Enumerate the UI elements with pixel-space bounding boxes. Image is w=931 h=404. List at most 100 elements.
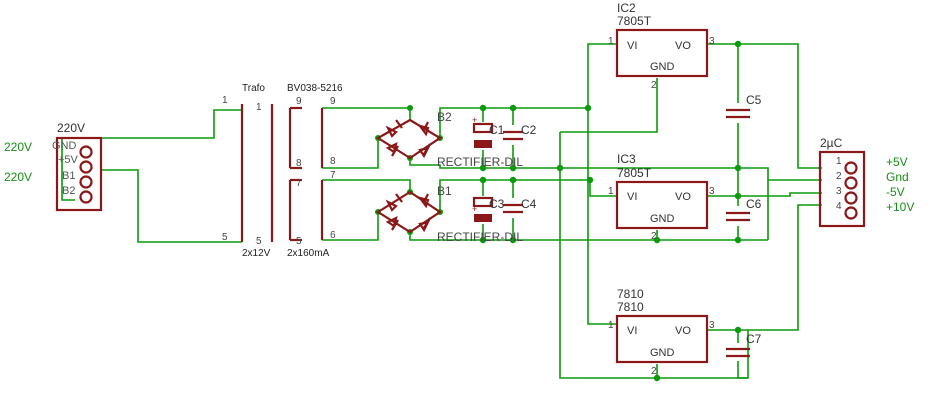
- diode-symbol: [385, 193, 403, 212]
- bv038-pin-number: 6: [330, 230, 336, 241]
- wire-ground-rail: [559, 132, 748, 379]
- capacitor-label: C7: [746, 332, 762, 346]
- regulator-pin-gnd: GND: [650, 347, 675, 359]
- bv038-pin-number: 9: [330, 96, 336, 107]
- wire-ic2-out: [707, 43, 822, 169]
- connector-pin-circle: [79, 160, 93, 174]
- junction-dot: [734, 236, 742, 244]
- capacitor-polarity: +: [472, 204, 477, 214]
- capacitor-label: C2: [521, 123, 537, 137]
- capacitor-label: C3: [489, 197, 505, 211]
- wire-mains-bottom: [100, 169, 242, 243]
- transformer-bv038: [288, 106, 324, 242]
- regulator-pin-number: 3: [709, 320, 715, 331]
- output-net-label: +10V: [886, 200, 914, 214]
- bv038-name: BV038-5216: [287, 83, 343, 94]
- bv038-pin-number: 9: [296, 96, 302, 107]
- wire-pin9: [322, 107, 411, 120]
- diode-symbol: [385, 119, 403, 138]
- regulator-ic2: [615, 28, 709, 78]
- capacitor-c1: [472, 122, 494, 148]
- regulator-pin-vi: VI: [627, 40, 637, 52]
- regulator-pin-vi: VI: [627, 191, 637, 203]
- wire-pin7: [322, 179, 411, 192]
- connector-pin-circle: [844, 176, 858, 190]
- bv038-pin-number: 7: [330, 170, 336, 181]
- electrolytic-plate: [472, 122, 494, 134]
- junction-dot: [653, 236, 661, 244]
- regulator-body: [615, 180, 709, 230]
- trafo-pin-number: 5: [256, 236, 262, 247]
- electrolytic-plate: [472, 196, 494, 208]
- regulator-pin-vo: VO: [675, 191, 691, 203]
- wire-ground-gnd: [560, 167, 822, 181]
- bridge-outline: [375, 118, 443, 160]
- bridge-name: B1: [437, 184, 452, 198]
- regulator-pin-number: 2: [651, 366, 657, 377]
- output-pin-number: 3: [836, 186, 842, 197]
- junction-dot: [509, 104, 517, 112]
- regulator-pin-number: 3: [709, 36, 715, 47]
- regulator-7810: [615, 314, 709, 364]
- regulator-pin-number: 1: [608, 186, 614, 197]
- junction-dot: [556, 164, 564, 172]
- diode-symbol: [417, 121, 430, 137]
- electrolytic-plate: [474, 214, 492, 222]
- output-connector-name: 2µC: [820, 136, 843, 150]
- capacitor-polarity: +: [472, 115, 477, 125]
- output-net-label: -5V: [886, 185, 905, 199]
- regulator-ic3: [615, 180, 709, 230]
- regulator-value: 7805T: [617, 14, 652, 28]
- junction-dot: [479, 236, 487, 244]
- bridge-rectifier-b1: [375, 190, 442, 234]
- junction-dot: [479, 176, 487, 184]
- junction-dot: [653, 374, 661, 382]
- junction-dot: [584, 104, 592, 112]
- junction-dot: [509, 236, 517, 244]
- transformer-trafo: [240, 104, 274, 242]
- bv038-value: 2x160mA: [287, 248, 330, 259]
- connector-pin-circle: [844, 161, 858, 175]
- bridge-value: RECTIFIER-DIL: [437, 230, 523, 244]
- wire-b1-plus: [439, 179, 590, 212]
- junction-dot: [479, 164, 487, 172]
- output-pin-number: 4: [836, 201, 842, 212]
- output-net-label: +5V: [886, 155, 908, 169]
- output-pin-number: 1: [836, 156, 842, 167]
- regulator-name: 7810: [617, 287, 644, 301]
- junction-dot: [509, 176, 517, 184]
- capacitor-label: C6: [746, 197, 762, 211]
- wire-connector-loop: [61, 138, 75, 201]
- capacitor-label: C5: [746, 93, 762, 107]
- diode-symbol: [418, 217, 431, 233]
- bridge-name: B2: [437, 110, 452, 124]
- regulator-pin-vi: VI: [627, 325, 637, 337]
- bv038-pin-number: 8: [330, 156, 336, 167]
- bridge-outline: [375, 190, 442, 234]
- input-connector: [55, 136, 103, 212]
- junction-dot: [509, 164, 517, 172]
- connector-pin-circle: [79, 190, 93, 204]
- capacitor-c4: [503, 203, 523, 214]
- input-pin-label: GND: [52, 140, 77, 152]
- connector-pin-circle: [79, 175, 93, 189]
- trafo-pin-number: 1: [256, 102, 262, 113]
- junction-dot: [586, 176, 594, 184]
- bridge-value: RECTIFIER-DIL: [437, 155, 523, 169]
- wire-ic3-out: [707, 192, 822, 197]
- junction-dot: [734, 40, 742, 48]
- connector-pin-circle: [844, 206, 858, 220]
- input-connector-body: [55, 136, 103, 212]
- output-pin-number: 2: [836, 171, 842, 182]
- junction-dot: [479, 104, 487, 112]
- bridge-rectifier-b2: [375, 118, 443, 160]
- regulator-pin-number: 3: [709, 186, 715, 197]
- bv038-pin-number: 8: [296, 158, 302, 169]
- diode-symbol: [385, 215, 399, 231]
- junction-dot: [734, 326, 742, 334]
- trafo-value: 2x12V: [242, 248, 271, 259]
- wire-ic3-in: [589, 180, 617, 197]
- mains-label-top: 220V: [4, 140, 32, 154]
- electrolytic-plate: [474, 140, 492, 148]
- connector-pin-circle: [844, 191, 858, 205]
